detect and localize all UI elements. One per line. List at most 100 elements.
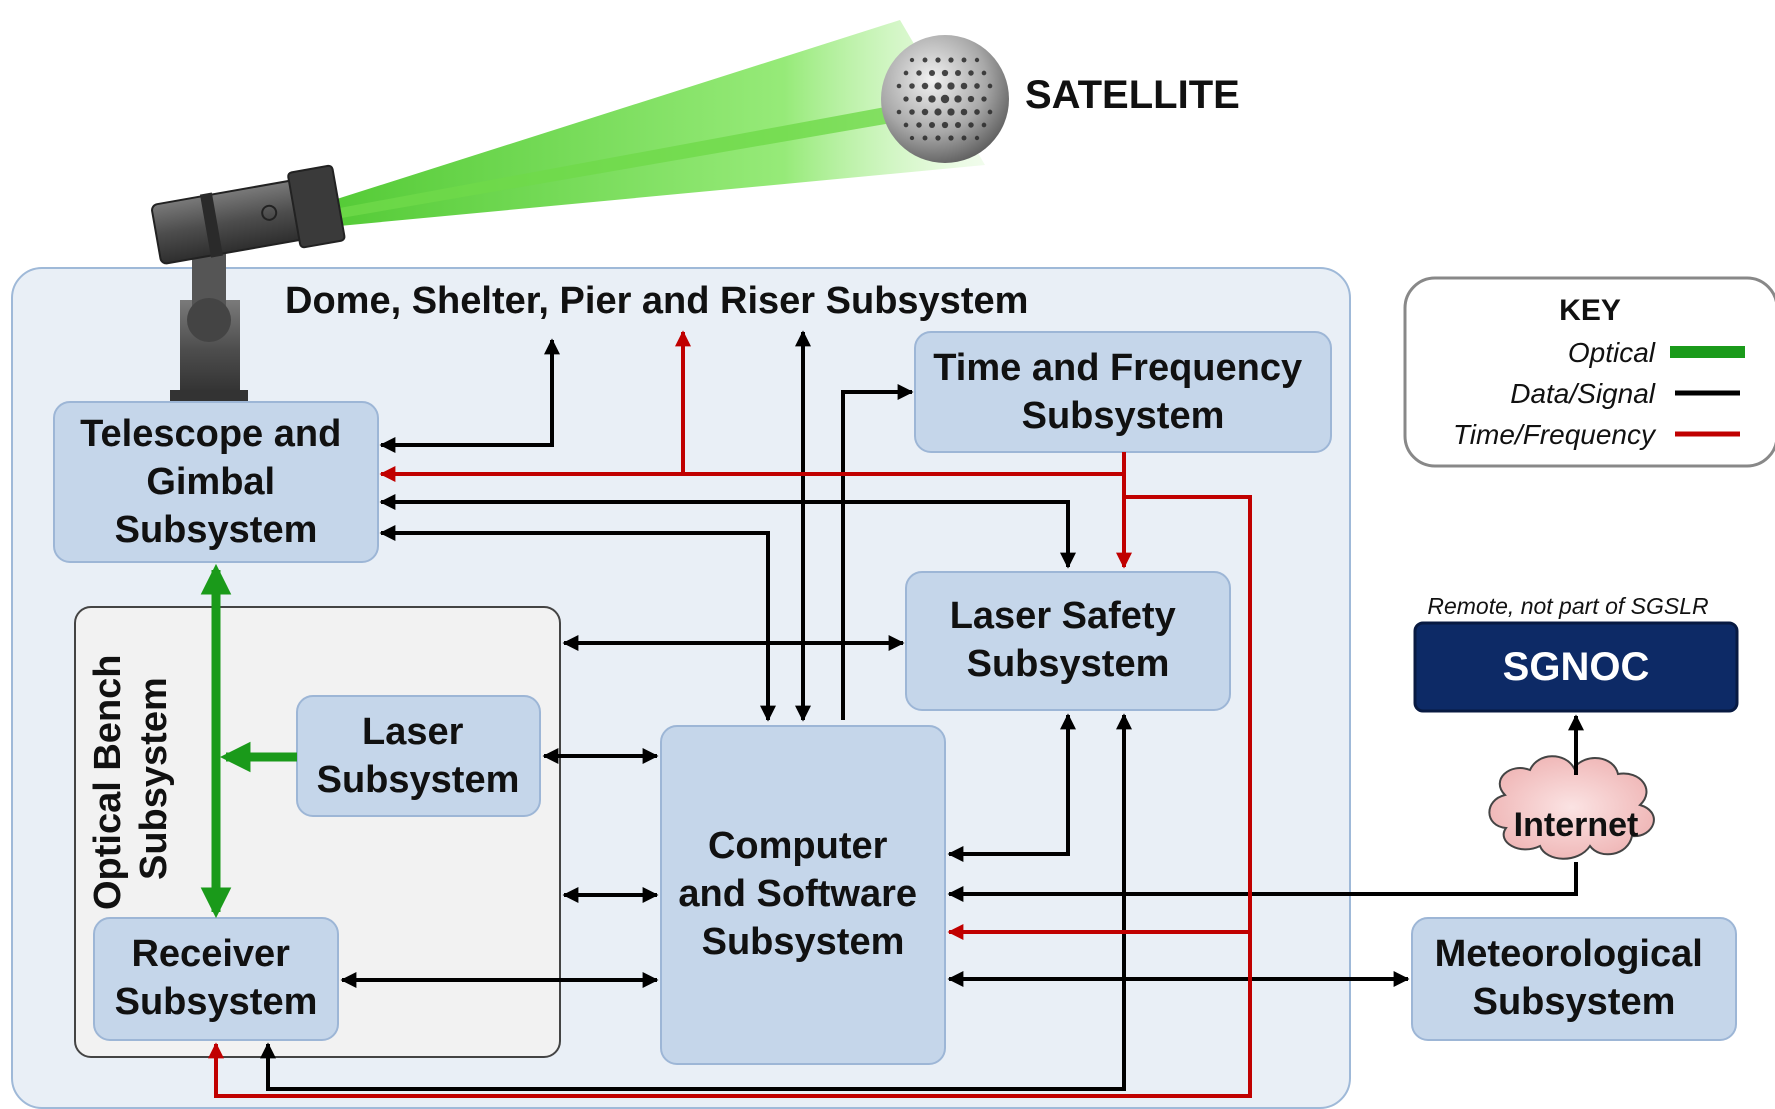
satellite-reflector — [922, 57, 928, 63]
sgnoc-label: SGNOC — [1503, 645, 1650, 689]
satellite-reflector — [903, 70, 909, 76]
satellite-reflector — [896, 83, 902, 89]
data-lasersafety-receiver — [260, 713, 1132, 1091]
data-telescope-computer — [379, 525, 776, 722]
telescope-icon — [151, 164, 346, 402]
dome-shelter-label: Dome, Shelter, Pier and Riser Subsystem — [285, 280, 1028, 322]
laser-beam — [318, 20, 985, 228]
satellite-reflector — [928, 69, 936, 77]
data-computer-timefreq — [841, 384, 914, 720]
computer-label: Computer and Software Subsystem — [678, 825, 927, 963]
satellite-reflector — [896, 109, 902, 115]
time-frequency-line-2: Subsystem — [1022, 395, 1225, 437]
receiver-line-2: Subsystem — [115, 981, 318, 1023]
satellite-reflector — [915, 95, 923, 103]
satellite-reflector — [974, 83, 980, 89]
satellite-reflector — [921, 108, 929, 116]
telescope-line-1: Telescope and — [80, 413, 341, 455]
laser-safety-box — [905, 571, 1231, 711]
telescope-line-3: Subsystem — [115, 509, 318, 551]
satellite-reflector — [981, 122, 987, 128]
satellite-reflector — [967, 95, 975, 103]
key-box — [1403, 276, 1775, 468]
satellite-reflector — [981, 96, 987, 102]
remote-note: Remote, not part of SGSLR — [1427, 593, 1708, 619]
satellite-icon — [881, 35, 1009, 163]
time-frequency-label: Time and Frequency Subsystem — [933, 347, 1312, 437]
time-frequency-line-1: Time and Frequency — [933, 347, 1302, 389]
laser-line-2: Subsystem — [317, 759, 520, 801]
sgnoc-box — [1413, 621, 1739, 713]
laser-line-1: Laser — [362, 711, 464, 753]
satellite-reflector — [947, 82, 955, 90]
laser-safety-label: Laser Safety Subsystem — [950, 595, 1187, 685]
satellite-reflector — [948, 57, 954, 63]
satellite-reflector — [916, 70, 922, 76]
satellite-reflector — [974, 109, 980, 115]
computer-line-3: Subsystem — [702, 921, 905, 963]
telescope-label: Telescope and Gimbal Subsystem — [80, 413, 352, 551]
data-telescope-dome — [379, 338, 560, 453]
satellite-reflector — [974, 135, 980, 141]
satellite-reflector — [941, 121, 949, 129]
laser-safety-line-1: Laser Safety — [950, 595, 1176, 637]
internet-label: Internet — [1514, 806, 1639, 844]
key-title: KEY — [1559, 294, 1621, 327]
data-internet-computer — [947, 862, 1578, 902]
satellite-reflector — [934, 82, 942, 90]
satellite-reflector — [960, 108, 968, 116]
satellite-reflector — [909, 83, 915, 89]
computer-line-2: and Software — [678, 873, 917, 915]
satellite-reflector — [921, 82, 929, 90]
meteorological-line-1: Meteorological — [1435, 933, 1703, 975]
satellite-reflector — [947, 108, 955, 116]
satellite-reflector — [903, 122, 909, 128]
satellite-reflector — [935, 135, 941, 141]
satellite-reflector — [974, 57, 980, 63]
telescope-box — [53, 401, 379, 563]
satellite-reflector — [916, 122, 922, 128]
satellite-reflector — [909, 57, 915, 63]
satellite-reflector — [961, 135, 967, 141]
satellite-reflector — [968, 70, 974, 76]
time-to-computer — [947, 495, 1252, 940]
satellite-reflector — [928, 95, 936, 103]
key-optical-label: Optical — [1568, 337, 1656, 368]
optical-bench-line-1: Optical Bench — [87, 655, 129, 911]
satellite-reflector — [987, 83, 993, 89]
satellite-reflector — [940, 94, 950, 104]
satellite-reflector — [968, 122, 974, 128]
data-telescope-lasersafety — [379, 494, 1076, 569]
meteorological-label: Meteorological Subsystem — [1435, 933, 1714, 1023]
computer-line-1: Computer — [708, 825, 888, 867]
satellite-label: SATELLITE — [1025, 73, 1240, 117]
satellite-reflector — [961, 57, 967, 63]
meteorological-box — [1411, 917, 1737, 1041]
satellite-reflector — [960, 82, 968, 90]
connections — [200, 330, 1584, 1098]
time-to-receiver — [208, 932, 1252, 1098]
satellite-reflector — [948, 135, 954, 141]
optical-bench-label: Optical Bench Subsystem — [87, 644, 175, 910]
key-data-label: Data/Signal — [1510, 378, 1656, 409]
internet-cloud-icon — [1488, 755, 1655, 860]
satellite-reflector — [981, 70, 987, 76]
receiver-line-1: Receiver — [131, 933, 290, 975]
satellite-reflector — [928, 121, 936, 129]
satellite-reflector — [934, 108, 942, 116]
key-time-label: Time/Frequency — [1453, 419, 1657, 450]
satellite-reflector — [903, 96, 909, 102]
satellite-reflector — [909, 135, 915, 141]
satellite-reflector — [909, 109, 915, 115]
telescope-line-2: Gimbal — [146, 461, 275, 503]
satellite-reflector — [954, 69, 962, 77]
laser-safety-line-2: Subsystem — [967, 643, 1170, 685]
optical-bench-line-2: Subsystem — [133, 677, 175, 880]
satellite-reflector — [954, 121, 962, 129]
satellite-reflector — [922, 135, 928, 141]
satellite-reflector — [954, 95, 962, 103]
satellite-reflector — [935, 57, 941, 63]
meteorological-line-2: Subsystem — [1473, 981, 1676, 1023]
satellite-reflector — [987, 109, 993, 115]
